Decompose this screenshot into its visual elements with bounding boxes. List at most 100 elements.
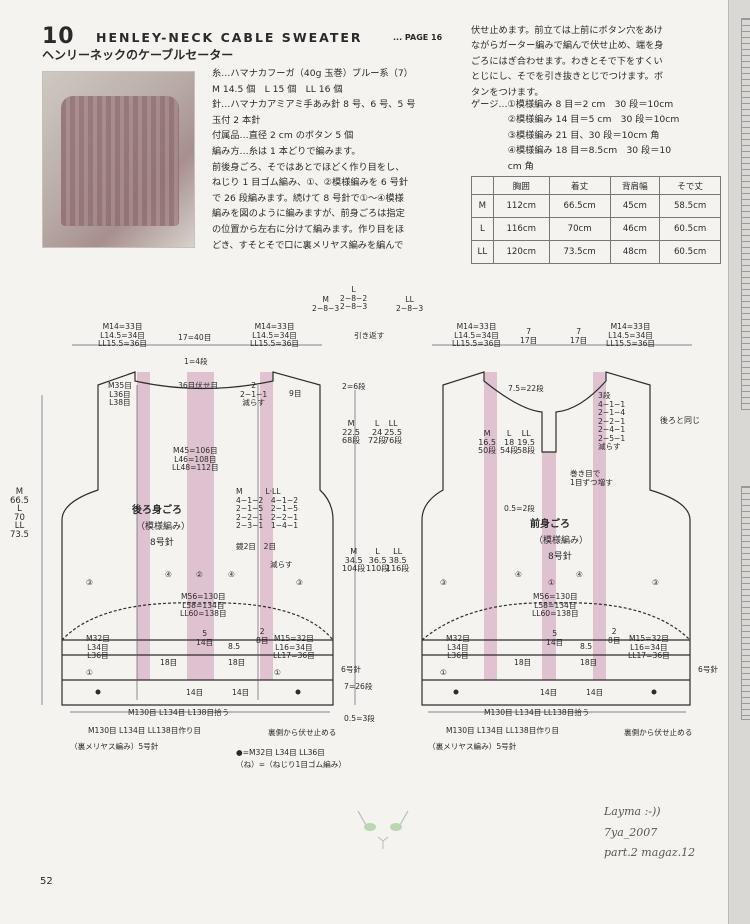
gauge-line: ④模様編み 18 目＝8.5cm 30 段＝10	[471, 145, 672, 157]
dim-text: M	[15, 487, 24, 497]
dim-text: LL60=138目	[180, 609, 227, 618]
dim-text: 116段	[386, 564, 410, 573]
dim-text: LL	[405, 295, 414, 304]
dim-text: 8目	[256, 635, 269, 645]
dim-text: 17目	[520, 335, 538, 345]
dim-text: 8目	[608, 635, 621, 645]
size-header-cell: 胸囲	[492, 176, 550, 195]
dim-text: 19.5	[517, 437, 535, 447]
dim-text: 減らす	[598, 442, 621, 451]
front-outline	[421, 371, 691, 706]
front-same-as-back: 後ろと同じ	[660, 416, 700, 425]
sweater-image	[61, 96, 179, 226]
dim-text: 25.5	[384, 427, 402, 437]
dim-text: 減らす	[242, 398, 265, 407]
dim-text: LL	[14, 521, 25, 531]
dim-text: 17目	[570, 335, 588, 345]
back-needle: 8号針	[150, 538, 174, 548]
back-neck-width: 17=40目	[178, 333, 212, 342]
legend-rib: （ね）=（ねじり1目ゴム編み）	[236, 760, 346, 769]
dim-text: L14.5=34目	[454, 330, 499, 340]
dim-text: M14=33目	[254, 322, 295, 331]
dim-text: 34.5	[344, 555, 363, 565]
back-col-18a: 18目	[160, 658, 178, 667]
back-neck-bind-off: 36目伏せ目	[178, 381, 219, 390]
page-number: 52	[40, 876, 53, 887]
dim-text: LL	[388, 419, 398, 428]
dim-text: LL60=138目	[532, 609, 579, 618]
dim-text: L14.5=34目	[252, 330, 297, 340]
cable-stripes	[137, 372, 606, 680]
size-table-header: 胸囲 着丈 背肩幅 そで丈	[471, 176, 721, 195]
dim-text: L	[374, 419, 380, 428]
dim-text: 4−1−1	[598, 399, 626, 409]
back-bottom-rows: 0.5=3段	[344, 714, 375, 723]
dim-text: 58段	[517, 446, 536, 455]
dim-text: 2	[251, 381, 257, 390]
armhole-depth-ll: LL 25.5 76段	[384, 419, 402, 446]
spec-line: 玉付 2 本針	[212, 114, 261, 126]
dim-text: 巻き目で	[570, 469, 601, 478]
dim-text: M	[347, 419, 355, 428]
dim-text: M45=106目	[172, 446, 218, 455]
front-title: 前身ごろ	[530, 519, 570, 530]
front-col-14a: 14目	[540, 688, 558, 697]
spec-line: どき、すそとそで口に裏メリヤス編みを編んで	[212, 239, 404, 251]
back-stripe-center-left	[187, 372, 214, 680]
dim-text: 2−8−3	[396, 303, 424, 313]
dim-text: L58=134目	[182, 600, 225, 610]
front-side-bind: 裏側から伏せ止める	[624, 728, 693, 737]
front-left-side: M32目 L34目 L36目	[446, 634, 470, 661]
pattern-num: ④	[165, 570, 172, 579]
dim-text: 72段	[368, 436, 387, 445]
dimension-lines	[41, 344, 692, 713]
dim-text: 73.5	[10, 529, 29, 540]
back-dec-note: 減らす	[270, 560, 293, 569]
back-col-14b: 14目	[232, 688, 250, 697]
dim-text: L	[351, 285, 356, 294]
dim-text: 2−8−3	[340, 302, 368, 311]
front-center-right: 7 17目	[570, 327, 588, 345]
spec-line: で 26 段編みます。続けて 8 号針で①〜④模様	[212, 192, 404, 204]
dim-text: LL15.5=36目	[606, 339, 655, 348]
back-bottom-cast: M130目 L134目 L138目拾う	[128, 708, 230, 717]
front-length-ll: LL 19.5 58段	[517, 429, 536, 456]
front-center-left: 7 17目	[520, 327, 538, 345]
dim-text: 7	[576, 327, 582, 336]
front-pattern: （模様編み）	[534, 536, 589, 546]
size-cell: 73.5cm	[548, 240, 611, 264]
back-shoulder-left-label: M14=33目 L14.5=34目 LL15.5=36目	[98, 322, 147, 349]
front-shoulder-left-label: M14=33目 L14.5=34目 LL15.5=36目	[452, 322, 501, 349]
front-bottom-cast: M130目 L134目 LL138目拾う	[484, 708, 590, 717]
back-outline	[61, 371, 334, 706]
front-stripe-center	[542, 452, 556, 680]
dim-text: L16=34目	[630, 642, 668, 652]
dim-text: 2−1−1	[240, 389, 268, 399]
dim-text: M14=33目	[610, 322, 651, 331]
front-col-18a: 18目	[514, 658, 532, 667]
dim-text: LL	[393, 547, 403, 556]
size-table: 胸囲 着丈 背肩幅 そで丈 M 112cm 66.5cm 45cm 58.5cm…	[471, 176, 721, 264]
dim-text: 2−1−4	[598, 408, 626, 417]
dim-text: 110段	[366, 564, 390, 573]
dim-text: M32目	[446, 634, 470, 643]
dim-text: 2	[259, 627, 265, 636]
back-armhole-dec2: 鏡2目 2目	[236, 542, 277, 551]
marker-dots	[95, 689, 657, 695]
dim-text: 3段	[598, 391, 611, 400]
back-col-18b: 18目	[228, 658, 246, 667]
gauge-line: ③模様編み 21 目、30 段＝10cm 角	[471, 129, 660, 141]
pattern-number: 10	[42, 24, 75, 49]
armhole-label: M35目 L36目 L38目	[108, 381, 132, 408]
front-col-2: 2 8目	[608, 627, 621, 645]
front-needle: 8号針	[548, 552, 572, 562]
armhole-depth-l: L 24 72段	[368, 419, 387, 446]
dim-text: 2	[611, 627, 617, 636]
pattern-num: ①	[274, 668, 281, 677]
pattern-num: ①	[86, 668, 93, 677]
front-shoulder-right-label: M14=33目 L14.5=34目 LL15.5=36目	[606, 322, 655, 349]
adjacent-grid-top	[741, 18, 750, 410]
dim-text: LL17=36目	[628, 651, 670, 660]
pattern-num: ①	[548, 578, 555, 587]
